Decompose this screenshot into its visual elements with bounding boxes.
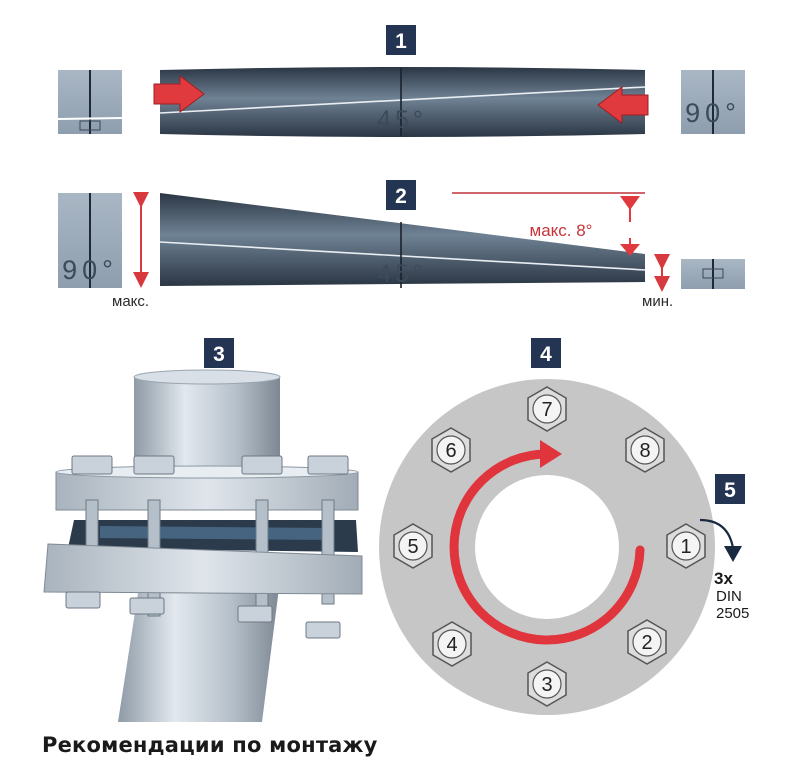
bottom-nuts	[65, 591, 341, 639]
bolt-5: 5	[393, 523, 433, 569]
angle-90-label-1: 90°	[685, 98, 741, 128]
bolt-2: 2	[627, 619, 667, 665]
bolt-1: 1	[666, 523, 706, 569]
svg-text:8: 8	[639, 440, 650, 462]
max-label: макс.	[112, 293, 149, 310]
step-1-badge	[386, 25, 416, 55]
svg-text:2: 2	[641, 632, 652, 654]
torque-line-1: 3x	[714, 569, 733, 588]
right-gap-tile	[681, 259, 745, 289]
step-3-badge	[204, 338, 234, 368]
bolt-7: 7	[527, 386, 567, 432]
angle-45-label-1: 45°	[377, 106, 427, 134]
torque-arrow-icon	[699, 518, 735, 549]
step-3-number: 3	[213, 343, 225, 366]
step-1-number: 1	[395, 30, 407, 53]
max-angle-arrow-top	[620, 196, 640, 210]
step-1-section: 1 45° 90°	[57, 25, 745, 137]
svg-text:3: 3	[541, 674, 552, 696]
left-arrow-icon	[597, 86, 649, 124]
svg-text:4: 4	[446, 634, 457, 656]
svg-text:1: 1	[680, 536, 691, 558]
step-2-number: 2	[395, 185, 407, 208]
step-2-badge	[386, 180, 416, 210]
right-arrow-icon	[153, 75, 205, 113]
page-title: Рекомендации по монтажу	[42, 733, 378, 757]
right-90-tile: 90°	[681, 70, 745, 134]
bolt-pattern: 7 8 1 2 3	[393, 386, 706, 707]
torque-line-2: DIN	[716, 588, 742, 605]
step-5-badge	[715, 474, 745, 504]
svg-text:7: 7	[541, 399, 552, 421]
angle-45-label-2: 45°	[377, 260, 427, 288]
step-4-badge	[531, 338, 561, 368]
step-4-section: 4 7 8 1 2	[379, 338, 715, 715]
bolt-3: 3	[527, 661, 567, 707]
max-angle-arrow-bottom	[620, 244, 640, 256]
min-label: мин.	[642, 293, 673, 310]
flange-bore	[475, 475, 619, 619]
angle-90-label-2: 90°	[62, 255, 118, 285]
svg-text:6: 6	[445, 440, 456, 462]
left-90-tile: 90°	[58, 193, 122, 288]
left-gap-tile	[57, 70, 123, 134]
step-3-section: 3	[43, 338, 363, 722]
bolt-8: 8	[625, 427, 665, 473]
beam-1	[160, 67, 645, 137]
top-bolt-heads	[71, 455, 349, 475]
torque-line-3: 2505	[716, 605, 749, 622]
step-4-number: 4	[540, 343, 552, 366]
lower-flange	[43, 543, 363, 595]
step-5-section: 5 3x DIN 2505	[699, 474, 749, 622]
bolt-4: 4	[432, 621, 472, 667]
max-angle-label: макс. 8°	[530, 221, 593, 240]
rotation-arrow-icon	[449, 449, 645, 645]
step-5-number: 5	[724, 479, 736, 502]
svg-text:5: 5	[407, 536, 418, 558]
bolt-6: 6	[431, 427, 471, 473]
step-2-section: 2 90° макс. 45° макс. 8° мин.	[58, 180, 745, 310]
